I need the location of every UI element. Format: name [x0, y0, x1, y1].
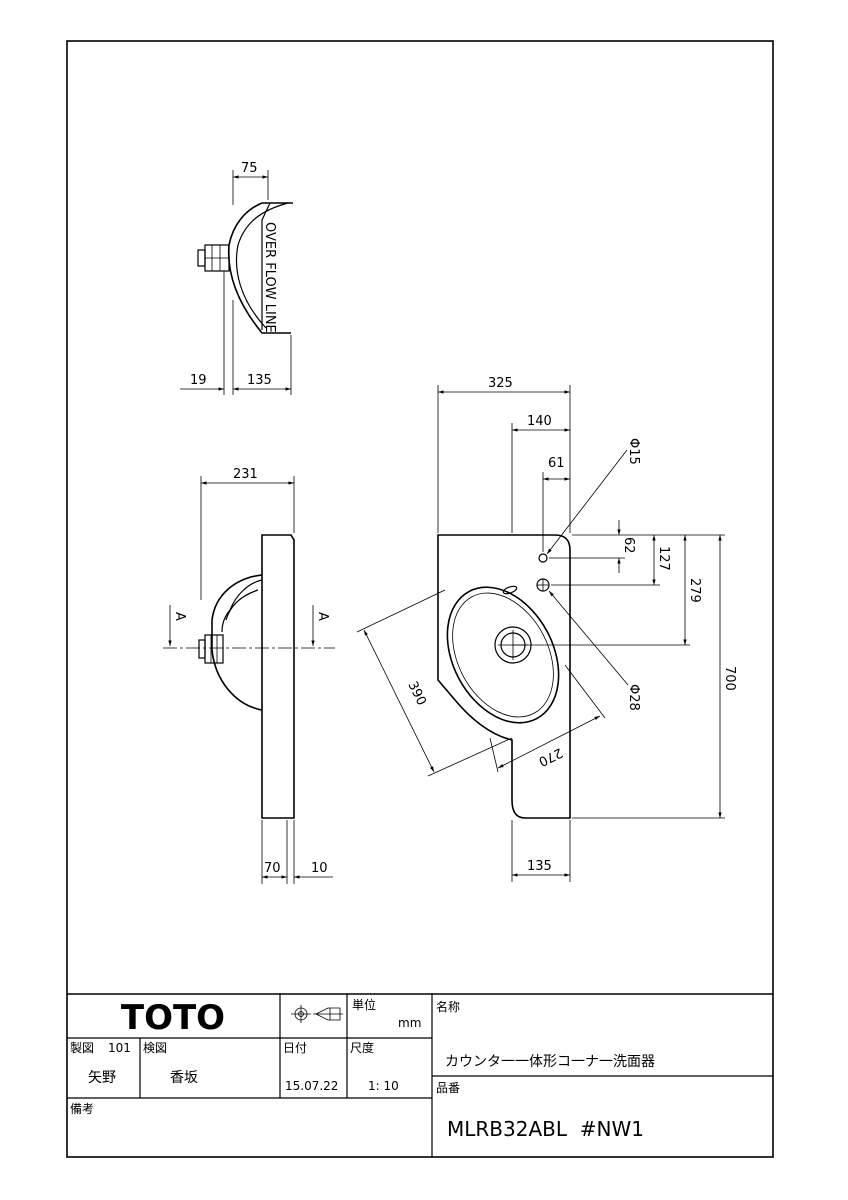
- plan-view: 325 140 61 Φ15 62 127 279 700 Φ28: [356, 376, 737, 882]
- unit-value: mm: [398, 1016, 421, 1030]
- dim-61: 61: [548, 456, 565, 471]
- side-section-view: OVER FLOW LINE 75 19 135: [180, 161, 293, 395]
- projection-symbol-icon: [291, 1005, 343, 1023]
- drawn-label: 製図: [70, 1041, 94, 1055]
- dim-700: 700: [722, 666, 737, 691]
- dim-140: 140: [527, 414, 552, 429]
- dim-62: 62: [621, 537, 636, 554]
- part-label: 品番: [436, 1081, 460, 1095]
- dim-135-side: 135: [247, 373, 272, 388]
- dim-70: 70: [264, 861, 281, 876]
- section-label-a-right: A: [315, 612, 330, 621]
- dim-75: 75: [241, 161, 258, 176]
- dim-279: 279: [687, 578, 702, 603]
- dim-135-plan: 135: [527, 859, 552, 874]
- dim-19: 19: [190, 373, 207, 388]
- dim-phi15: Φ15: [626, 438, 641, 465]
- dim-325: 325: [488, 376, 513, 391]
- front-view: A A 231 70 10: [163, 467, 335, 884]
- drawn-number: 101: [108, 1041, 131, 1055]
- drawn-by: 矢野: [88, 1070, 116, 1086]
- date-label: 日付: [283, 1041, 307, 1055]
- unit-label: 単位: [352, 997, 376, 1012]
- scale-value: 1: 10: [368, 1079, 399, 1093]
- scale-label: 尺度: [350, 1040, 374, 1055]
- dim-10: 10: [311, 861, 328, 876]
- name-label: 名称: [436, 999, 460, 1014]
- brand-logo: TOTO: [121, 998, 225, 1038]
- dim-270: 270: [536, 744, 565, 768]
- dim-390: 390: [404, 679, 428, 708]
- remarks-label: 備考: [70, 1101, 94, 1116]
- dim-231: 231: [233, 467, 258, 482]
- title-block: TOTO 単位 mm 名称 製図 101 矢野 検図 香坂 日付 15.07.2…: [67, 993, 773, 1157]
- part-number: MLRB32ABL #NW1: [447, 1117, 644, 1141]
- overflow-line-label: OVER FLOW LINE: [262, 222, 277, 333]
- sheet-border: [66, 40, 774, 1158]
- dim-phi28: Φ28: [626, 684, 641, 711]
- product-name: カウンタ一一体形コ一ナ一洗面器: [445, 1054, 655, 1070]
- dim-127: 127: [656, 546, 671, 571]
- checked-by: 香坂: [170, 1070, 198, 1086]
- section-label-a-left: A: [172, 612, 187, 621]
- date-value: 15.07.22: [285, 1079, 338, 1093]
- checked-label: 検図: [143, 1041, 167, 1055]
